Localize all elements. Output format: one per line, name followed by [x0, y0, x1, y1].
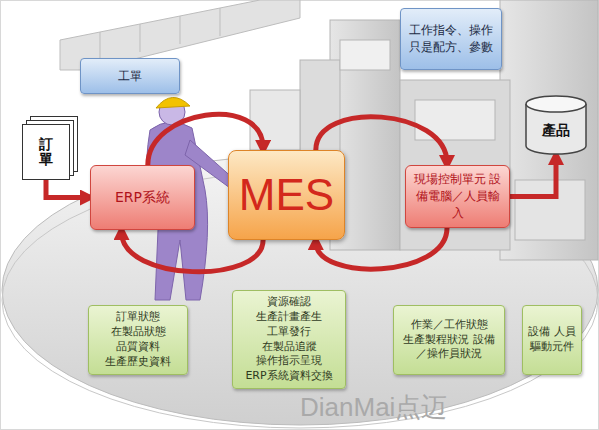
product-cylinder: 產品 [525, 95, 587, 155]
node-text: 產品 [542, 122, 570, 140]
node-text: 設備 人員 驅動元件 [528, 325, 576, 355]
info-box: 設備 人員 驅動元件 [522, 305, 582, 375]
node-text: 訂單 [39, 137, 53, 168]
work-order-box: 工單 [80, 58, 180, 94]
info-box: 資源確認 生產計畫產生 工單發行 在製品追蹤 操作指示呈現 ERP系統資料交換 [232, 290, 346, 389]
field-control-box: 現場控制單元 設備電腦／人員輸入 [405, 165, 510, 228]
info-box: 訂單狀態 在製品狀態 品質資料 生產歷史資料 [88, 305, 188, 375]
node-text: 訂單狀態 在製品狀態 品質資料 生產歷史資料 [94, 310, 182, 369]
node-text: 作業／工作狀態 生產製程狀況 設備／操作員狀況 [399, 318, 499, 363]
platform [2, 155, 598, 425]
node-text: 現場控制單元 設備電腦／人員輸入 [412, 171, 503, 222]
node-text: ERP系統 [115, 189, 170, 207]
node-text: MES [239, 170, 334, 220]
node-text: 資源確認 生產計畫產生 工單發行 在製品追蹤 操作指示呈現 ERP系統資料交換 [238, 295, 340, 384]
node-text: 工單 [118, 68, 142, 85]
watermark: DianMai点迈 [300, 390, 447, 425]
node-text: 工作指令、操作只是配方、參數 [406, 22, 496, 56]
flow-arrow [510, 157, 556, 197]
info-box: 作業／工作狀態 生產製程狀況 設備／操作員狀況 [393, 305, 505, 375]
flow-arrow [46, 180, 88, 198]
order-document: 訂單 [22, 124, 70, 180]
erp-box: ERP系統 [90, 165, 195, 230]
instruction-box: 工作指令、操作只是配方、參數 [400, 8, 502, 70]
mes-box: MES [228, 150, 345, 240]
